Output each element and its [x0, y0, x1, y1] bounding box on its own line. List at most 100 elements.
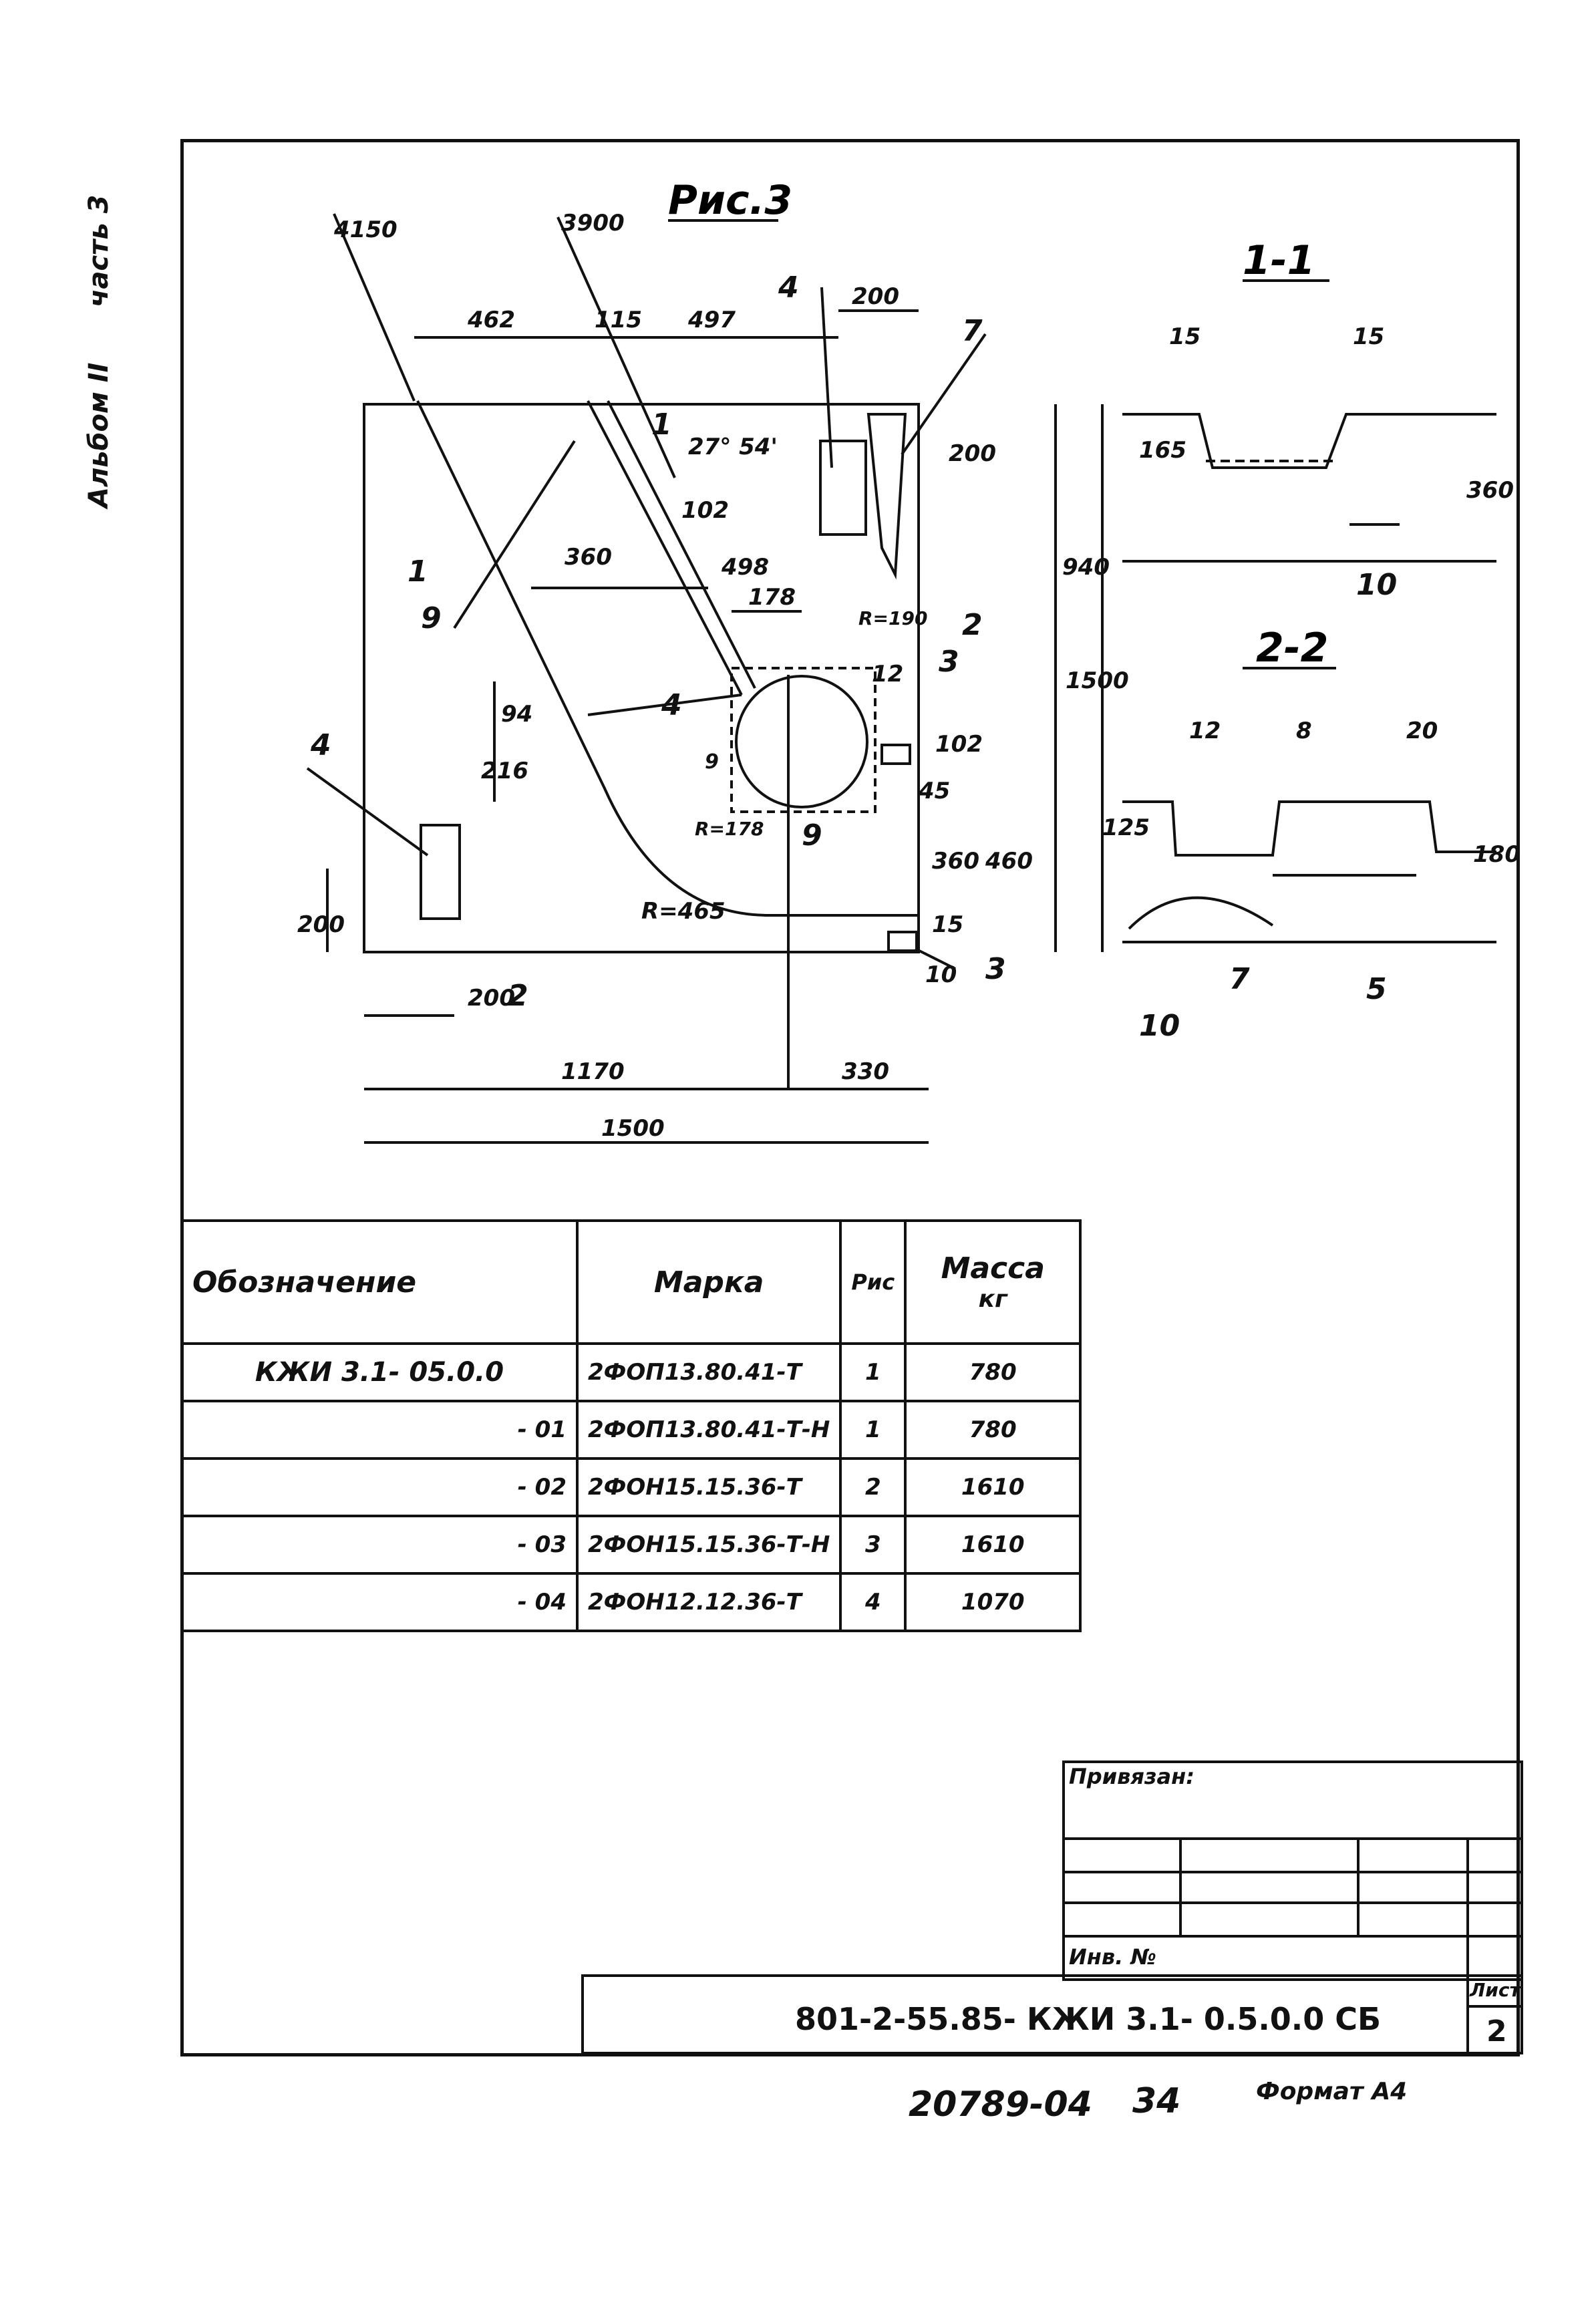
row-mass: 780 — [904, 1400, 1082, 1460]
dim-label: 10 — [925, 961, 957, 988]
section-position-mark: 10 — [1139, 1009, 1180, 1043]
position-mark: 9 — [705, 750, 719, 774]
row-mark: 2ФОН15.15.36-Т-Н — [575, 1515, 842, 1575]
dim-label: 360 — [932, 848, 979, 875]
dim-label: 102 — [935, 731, 983, 758]
dim-label: 940 — [1062, 554, 1110, 581]
dim-label: 216 — [481, 758, 528, 784]
plan-insert-top — [819, 440, 867, 536]
dim-label: 360 — [565, 544, 612, 571]
section-2-2-profile — [1122, 800, 1496, 857]
archive-number: 20789-04 — [909, 2085, 1092, 2125]
dim-label: 498 — [721, 554, 769, 581]
dim-label: 15 — [932, 911, 963, 938]
dim-label: 4150 — [333, 216, 397, 243]
row-mark: 2ФОН15.15.36-Т — [575, 1457, 842, 1517]
row-mass: 1610 — [904, 1515, 1082, 1575]
section-1-1-profile — [1122, 413, 1496, 469]
dim-label: 178 — [748, 584, 796, 611]
section-1-1-title: 1-1 — [1243, 237, 1315, 284]
specification-table: Обозначение Марка Рис Масса кг КЖИ 3.1- … — [180, 1219, 1082, 1632]
figure-title: Рис.3 — [668, 177, 792, 224]
position-mark: 4 — [310, 728, 331, 762]
cut-mark: 2 — [962, 608, 983, 642]
dim-label: 200 — [852, 283, 899, 310]
plan-curve-wall — [416, 400, 919, 917]
table-row: - 01 2ФОП13.80.41-Т-Н 1 780 — [180, 1400, 1082, 1460]
dim-label: 200 — [297, 911, 345, 938]
dim-label: 115 — [595, 307, 642, 333]
section-dim-label: 15 — [1353, 323, 1384, 350]
section-dim-label: 180 — [1473, 841, 1521, 868]
format-label: Формат А4 — [1256, 2078, 1408, 2105]
plan-diagonal-wall — [587, 400, 743, 696]
row-fig: 4 — [839, 1572, 907, 1632]
dim-label: 330 — [842, 1058, 889, 1085]
table-row: - 03 2ФОН15.15.36-Т-Н 3 1610 — [180, 1515, 1082, 1575]
drawing-frame — [180, 139, 1520, 2056]
row-fig: 1 — [839, 1342, 907, 1402]
document-code: 801-2-55.85- КЖИ 3.1- 0.5.0.0 СБ — [795, 2001, 1382, 2037]
table-row: - 04 2ФОН12.12.36-Т 4 1070 — [180, 1572, 1082, 1632]
dim-label: 1170 — [561, 1058, 625, 1085]
dim-label: 3900 — [561, 210, 625, 237]
privyazan-label: Привязан: — [1069, 1764, 1194, 1789]
dim-label: R=178 — [695, 818, 764, 840]
cut-mark: 1 — [408, 555, 428, 589]
section-dim-label: 360 — [1466, 477, 1514, 504]
dim-label: R=190 — [858, 607, 927, 629]
inv-no-label: Инв. № — [1069, 1944, 1156, 1970]
dim-label: 460 — [985, 848, 1033, 875]
header-mass-label: Масса — [941, 1251, 1045, 1285]
header-mass: Масса кг — [904, 1219, 1082, 1345]
sheet-number: 2 — [1486, 2014, 1507, 2048]
section-position-mark: 5 — [1366, 972, 1387, 1006]
dim-label: 45 — [918, 778, 950, 804]
row-mass: 1610 — [904, 1457, 1082, 1517]
dim-label: 200 — [949, 440, 996, 467]
position-mark: 9 — [802, 818, 822, 853]
position-mark: 4 — [778, 271, 799, 305]
dim-label: 1500 — [601, 1115, 665, 1142]
row-designation: - 03 — [180, 1515, 579, 1575]
position-mark: 3 — [985, 952, 1006, 986]
table-header-row: Обозначение Марка Рис Масса кг — [180, 1219, 1082, 1345]
header-mass-unit: кг — [978, 1285, 1007, 1313]
section-dim-label: 125 — [1102, 814, 1150, 841]
dim-label: 200 — [468, 985, 515, 1012]
plan-rib-7 — [866, 413, 907, 580]
plan-insert-right — [881, 744, 911, 765]
section-dim-label: 12 — [1189, 718, 1221, 744]
plan-circle-opening — [735, 675, 868, 808]
section-dim-label: 8 — [1296, 718, 1312, 744]
position-mark: 7 — [962, 314, 983, 348]
position-mark: 9 — [421, 601, 442, 635]
cut-mark: 2 — [508, 979, 528, 1013]
row-designation: - 01 — [180, 1400, 579, 1460]
section-dim-label: 15 — [1169, 323, 1201, 350]
section-2-2-hump — [1128, 896, 1274, 930]
cut-mark: 1 — [651, 408, 672, 442]
header-fig: Рис — [839, 1219, 907, 1345]
section-dim-label: 165 — [1139, 437, 1186, 464]
row-mass: 780 — [904, 1342, 1082, 1402]
dim-label: 102 — [681, 497, 729, 524]
dim-label: 497 — [687, 307, 736, 333]
row-designation: - 04 — [180, 1572, 579, 1632]
dim-label: 27° 54' — [688, 434, 778, 460]
row-mark: 2ФОП13.80.41-Т — [575, 1342, 842, 1402]
dim-label: 462 — [467, 307, 515, 333]
page-number: 34 — [1132, 2081, 1181, 2121]
sheet-label: Лист — [1470, 1979, 1521, 2001]
plan-insert-left — [420, 824, 461, 920]
row-designation: - 02 — [180, 1457, 579, 1517]
plan-dashed-zone — [730, 667, 876, 813]
position-mark: 10 — [1356, 568, 1397, 602]
row-fig: 1 — [839, 1400, 907, 1460]
row-fig: 3 — [839, 1515, 907, 1575]
table-row: КЖИ 3.1- 05.0.0 2ФОП13.80.41-Т 1 780 — [180, 1342, 1082, 1402]
row-mark: 2ФОН12.12.36-Т — [575, 1572, 842, 1632]
dim-label: 1500 — [1066, 667, 1129, 694]
row-mark: 2ФОП13.80.41-Т-Н — [575, 1400, 842, 1460]
position-mark: 4 — [661, 688, 682, 722]
